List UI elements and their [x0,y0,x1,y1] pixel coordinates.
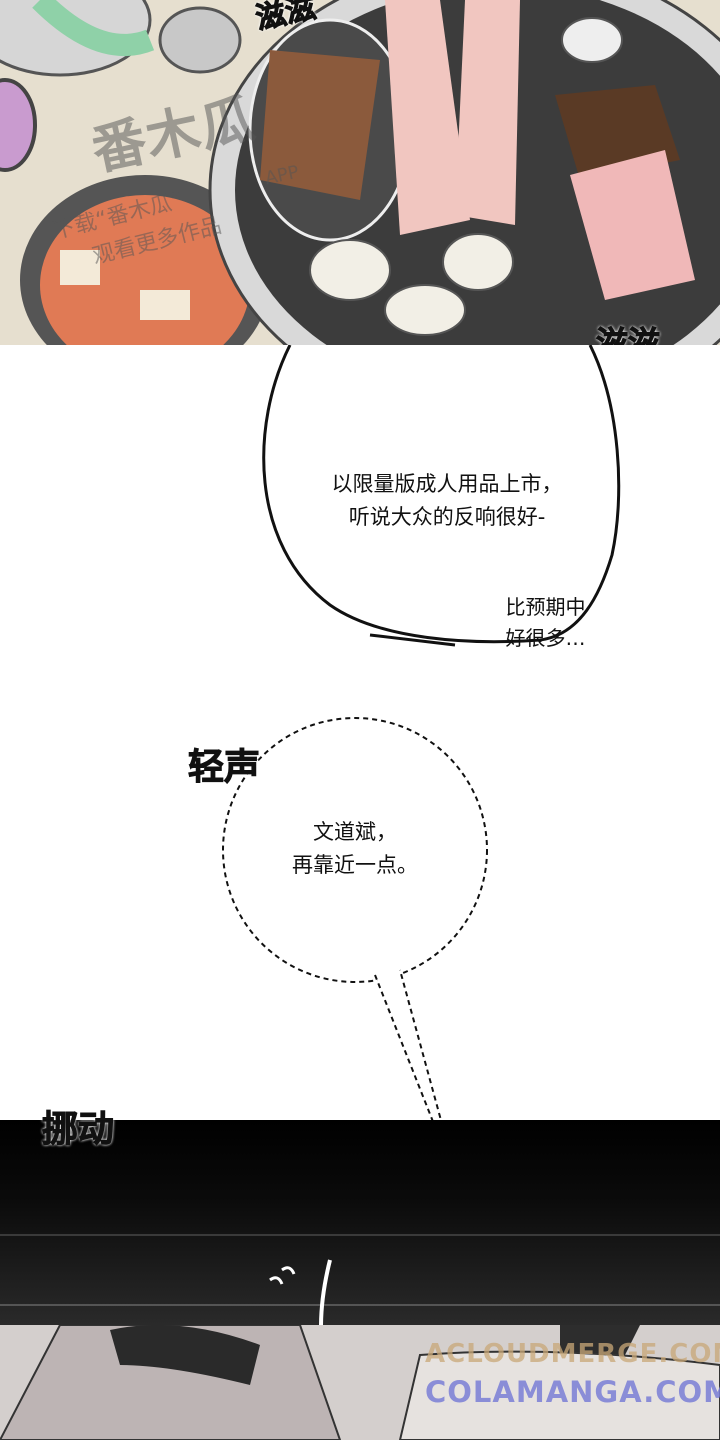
aside-line1: 比预期中 [505,595,586,619]
bubble1-text: 以限量版成人用品上市， 听说大众的反响很好- [262,468,632,534]
bubble1-line2: 听说大众的反响很好- [348,505,546,529]
panel-bottom-figures: ACLOUDMERGE.COM COLAMANGA.COM [0,1325,720,1440]
panel-grill-scene: 番木瓜 APP 下载“番木瓜” 观看更多作品 滋滋 滋滋 [0,0,720,345]
bubble2-line1: 文道斌， [313,820,397,844]
speech-bubble-shapes [222,345,621,1120]
speech-bubble-1 [262,345,621,644]
sfx-shift: 挪动 [41,1109,115,1151]
bubble1-line1: 以限量版成人用品上市， [331,472,563,496]
sfx-sizzle-bottom: 滋滋 [595,324,661,346]
aside-line2: 好很多… [505,626,586,650]
panel-dark-table [0,1120,720,1366]
bubble2-text: 文道斌， 再靠近一点。 [240,816,470,882]
grill-illustration [0,0,720,345]
app-watermark: 番木瓜 APP 下载“番木瓜” 观看更多作品 [51,86,301,269]
whisper-bubble-tail [374,969,442,1120]
bubble2-line2: 再靠近一点。 [292,853,418,877]
bubble1-aside: 比预期中 好很多… [478,592,613,654]
site-watermark-colamanga: COLAMANGA.COM [425,1375,720,1409]
whisper-bubble [222,717,488,983]
sfx-whisper: 轻声 [187,747,261,789]
site-watermark-acloudmerge: ACLOUDMERGE.COM [425,1339,720,1369]
